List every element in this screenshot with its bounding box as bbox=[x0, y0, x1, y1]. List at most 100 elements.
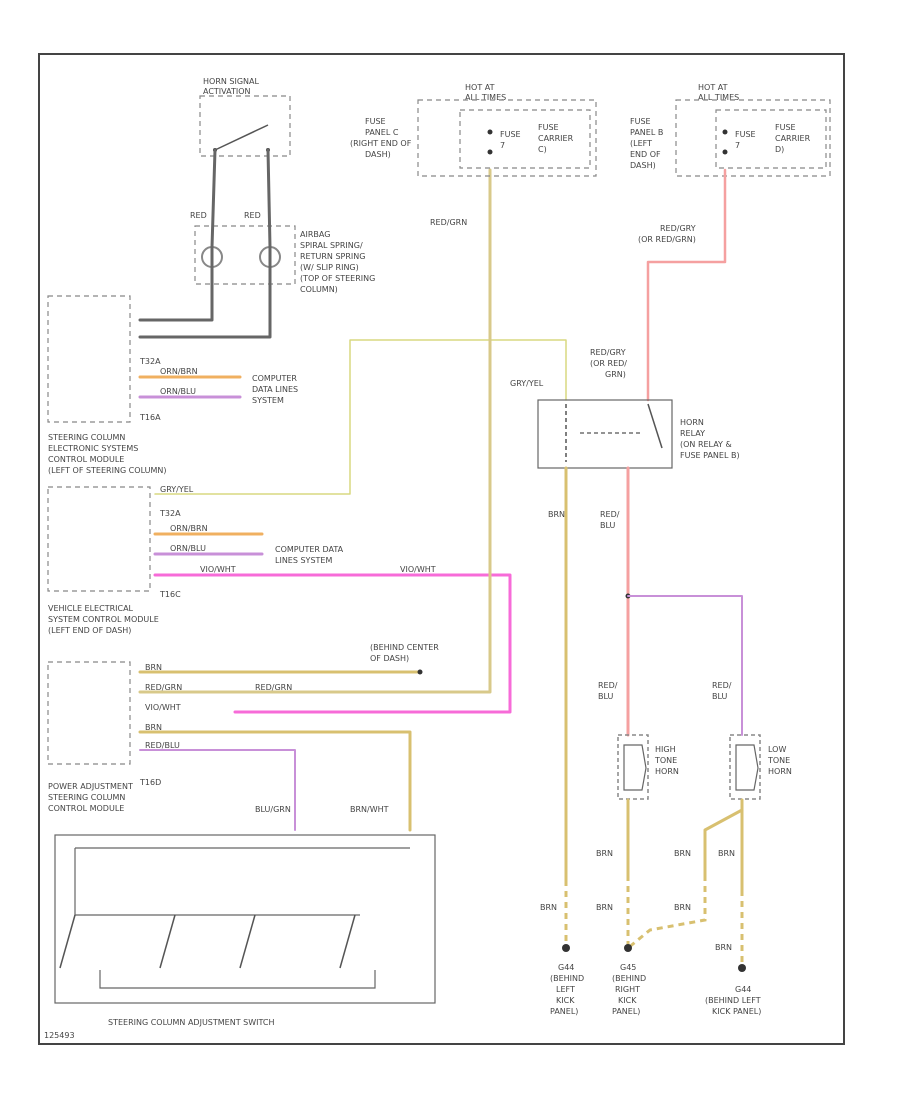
svg-text:RED/: RED/ bbox=[712, 681, 732, 690]
svg-text:KICK PANEL): KICK PANEL) bbox=[712, 1007, 761, 1016]
wire-red-grn-fuse bbox=[138, 168, 492, 694]
diagram-frame bbox=[38, 53, 845, 1045]
wire-brn-switch bbox=[138, 730, 412, 832]
steering-column-esc-label: STEERING COLUMN ELECTRONIC SYSTEMS CONTR… bbox=[48, 433, 167, 475]
svg-text:PANEL): PANEL) bbox=[550, 1007, 578, 1016]
svg-text:(OR RED/GRN): (OR RED/GRN) bbox=[638, 235, 696, 244]
brn-label-4: BRN bbox=[540, 903, 557, 912]
ground-g44-left-2 bbox=[738, 964, 746, 972]
svg-text:RIGHT: RIGHT bbox=[615, 985, 640, 994]
svg-text:CONTROL MODULE: CONTROL MODULE bbox=[48, 455, 124, 464]
wire-red-grn-label-2: RED/GRN bbox=[255, 683, 292, 692]
ground-g44-label: G44 (BEHIND LEFT KICK PANEL) bbox=[550, 963, 584, 1016]
horn-signal-label: HORN SIGNAL bbox=[203, 77, 259, 86]
steering-column-esc-box bbox=[47, 295, 131, 423]
svg-text:HIGH: HIGH bbox=[655, 745, 676, 754]
brn-label-3: BRN bbox=[718, 849, 735, 858]
svg-text:BLU: BLU bbox=[712, 692, 728, 701]
svg-text:HORN: HORN bbox=[655, 767, 679, 776]
connector-t16a: T16A bbox=[139, 413, 161, 422]
power-adjustment-box bbox=[47, 661, 131, 765]
svg-text:(W/ SLIP RING): (W/ SLIP RING) bbox=[300, 263, 359, 272]
low-tone-label: LOW TONE HORN bbox=[767, 745, 792, 776]
svg-text:(BEHIND LEFT: (BEHIND LEFT bbox=[705, 996, 761, 1005]
svg-text:D): D) bbox=[775, 145, 784, 154]
diagram-id: 125493 bbox=[44, 1031, 75, 1040]
svg-text:(TOP OF STEERING: (TOP OF STEERING bbox=[300, 274, 375, 283]
svg-text:C): C) bbox=[538, 145, 547, 154]
svg-text:STEERING COLUMN: STEERING COLUMN bbox=[48, 433, 125, 442]
svg-text:(ON RELAY &: (ON RELAY & bbox=[680, 440, 732, 449]
svg-text:(LEFT END OF DASH): (LEFT END OF DASH) bbox=[48, 626, 131, 635]
svg-text:FUSE: FUSE bbox=[538, 123, 559, 132]
airbag-spring-label: AIRBAG SPIRAL SPRING/ RETURN SPRING (W/ … bbox=[300, 230, 375, 294]
svg-text:RED/: RED/ bbox=[600, 510, 620, 519]
wire-vio-wht-label-2: VIO/WHT bbox=[400, 565, 436, 574]
svg-text:TONE: TONE bbox=[767, 756, 790, 765]
fuse-num-c: 7 bbox=[500, 141, 505, 150]
svg-text:LEFT: LEFT bbox=[556, 985, 575, 994]
wire-vio-wht-label-1: VIO/WHT bbox=[200, 565, 236, 574]
brn-label-1: BRN bbox=[596, 849, 613, 858]
svg-text:COMPUTER: COMPUTER bbox=[252, 374, 297, 383]
fuse-carrier-c-label: FUSE CARRIER C) bbox=[538, 123, 574, 154]
red-blu-label-3: RED/ BLU bbox=[712, 681, 732, 701]
brn-label-5: BRN bbox=[596, 903, 613, 912]
wire-red-grn-or-label: RED/GRY (OR RED/GRN) bbox=[638, 224, 696, 244]
fuse-carrier-b-label: FUSE CARRIER D) bbox=[775, 123, 811, 154]
connector-t32b: T32A bbox=[159, 509, 181, 518]
behind-center-label: (BEHIND CENTER OF DASH) bbox=[370, 643, 439, 663]
wire-horn-to-spring-2 bbox=[138, 148, 272, 339]
svg-text:HORN: HORN bbox=[768, 767, 792, 776]
svg-text:(BEHIND: (BEHIND bbox=[550, 974, 584, 983]
airbag-spring-box bbox=[194, 225, 296, 285]
wire-red-2: RED bbox=[244, 211, 261, 220]
wire-brn-2: BRN bbox=[145, 723, 162, 732]
brn-label-6: BRN bbox=[674, 903, 691, 912]
svg-text:OF DASH): OF DASH) bbox=[370, 654, 409, 663]
svg-text:LOW: LOW bbox=[768, 745, 786, 754]
hot-at-all-times-1: HOT AT bbox=[465, 83, 495, 92]
fuse-panel-c-box bbox=[417, 99, 597, 177]
fuse-carrier-b-box bbox=[715, 109, 827, 169]
svg-text:G44: G44 bbox=[558, 963, 574, 972]
wire-fuse-b-to-relay bbox=[646, 168, 727, 402]
computer-data-lines-label-1: COMPUTER DATA LINES SYSTEM bbox=[252, 374, 298, 405]
relay-wire-label: RED/GRY (OR RED/ GRN) bbox=[590, 348, 627, 379]
fuse-panel-c-label: FUSE PANEL C (RIGHT END OF DASH) bbox=[350, 117, 412, 159]
steering-column-adjustment-switch-box bbox=[54, 834, 436, 1004]
vehicle-esc-box bbox=[47, 486, 151, 592]
wire-brn-wht-label: BRN/WHT bbox=[350, 805, 389, 814]
wire-vio-wht-pink bbox=[153, 573, 512, 714]
svg-text:AIRBAG: AIRBAG bbox=[300, 230, 330, 239]
svg-text:RED/: RED/ bbox=[598, 681, 618, 690]
svg-text:BLU: BLU bbox=[598, 692, 614, 701]
wire-vio-wht-label-3: VIO/WHT bbox=[145, 703, 181, 712]
wire-red-blu-switch bbox=[139, 749, 296, 831]
horn-relay-label: HORN RELAY (ON RELAY & FUSE PANEL B) bbox=[680, 418, 740, 460]
ground-g45-label: G45 (BEHIND RIGHT KICK PANEL) bbox=[612, 963, 646, 1016]
fuse-label-b: FUSE bbox=[735, 130, 756, 139]
vehicle-esc-label: VEHICLE ELECTRICAL SYSTEM CONTROL MODULE… bbox=[48, 604, 159, 635]
horn-switch-box bbox=[199, 95, 291, 157]
connector-t16d: T16D bbox=[139, 778, 161, 787]
fuse-panel-b-box bbox=[675, 99, 831, 177]
brn-label-2: BRN bbox=[674, 849, 691, 858]
horn-signal-label-2: ACTIVATION bbox=[203, 87, 251, 96]
wire-orn-brn-2: ORN/BRN bbox=[170, 524, 208, 533]
svg-text:STEERING COLUMN: STEERING COLUMN bbox=[48, 793, 125, 802]
svg-text:KICK: KICK bbox=[618, 996, 637, 1005]
computer-data-lines-label-2: COMPUTER DATA LINES SYSTEM bbox=[275, 545, 344, 565]
svg-text:FUSE: FUSE bbox=[365, 117, 386, 126]
svg-text:COLUMN): COLUMN) bbox=[300, 285, 338, 294]
svg-text:KICK: KICK bbox=[556, 996, 575, 1005]
svg-text:LINES SYSTEM: LINES SYSTEM bbox=[275, 556, 332, 565]
wire-brn-1: BRN bbox=[145, 663, 162, 672]
svg-text:RELAY: RELAY bbox=[680, 429, 705, 438]
wire-red-grn-top: RED/GRN bbox=[430, 218, 467, 227]
wire-orn-blu-1: ORN/BLU bbox=[160, 387, 196, 396]
wire-low-to-high-ground bbox=[703, 808, 744, 877]
high-tone-label: HIGH TONE HORN bbox=[654, 745, 679, 776]
svg-text:ELECTRONIC SYSTEMS: ELECTRONIC SYSTEMS bbox=[48, 444, 138, 453]
